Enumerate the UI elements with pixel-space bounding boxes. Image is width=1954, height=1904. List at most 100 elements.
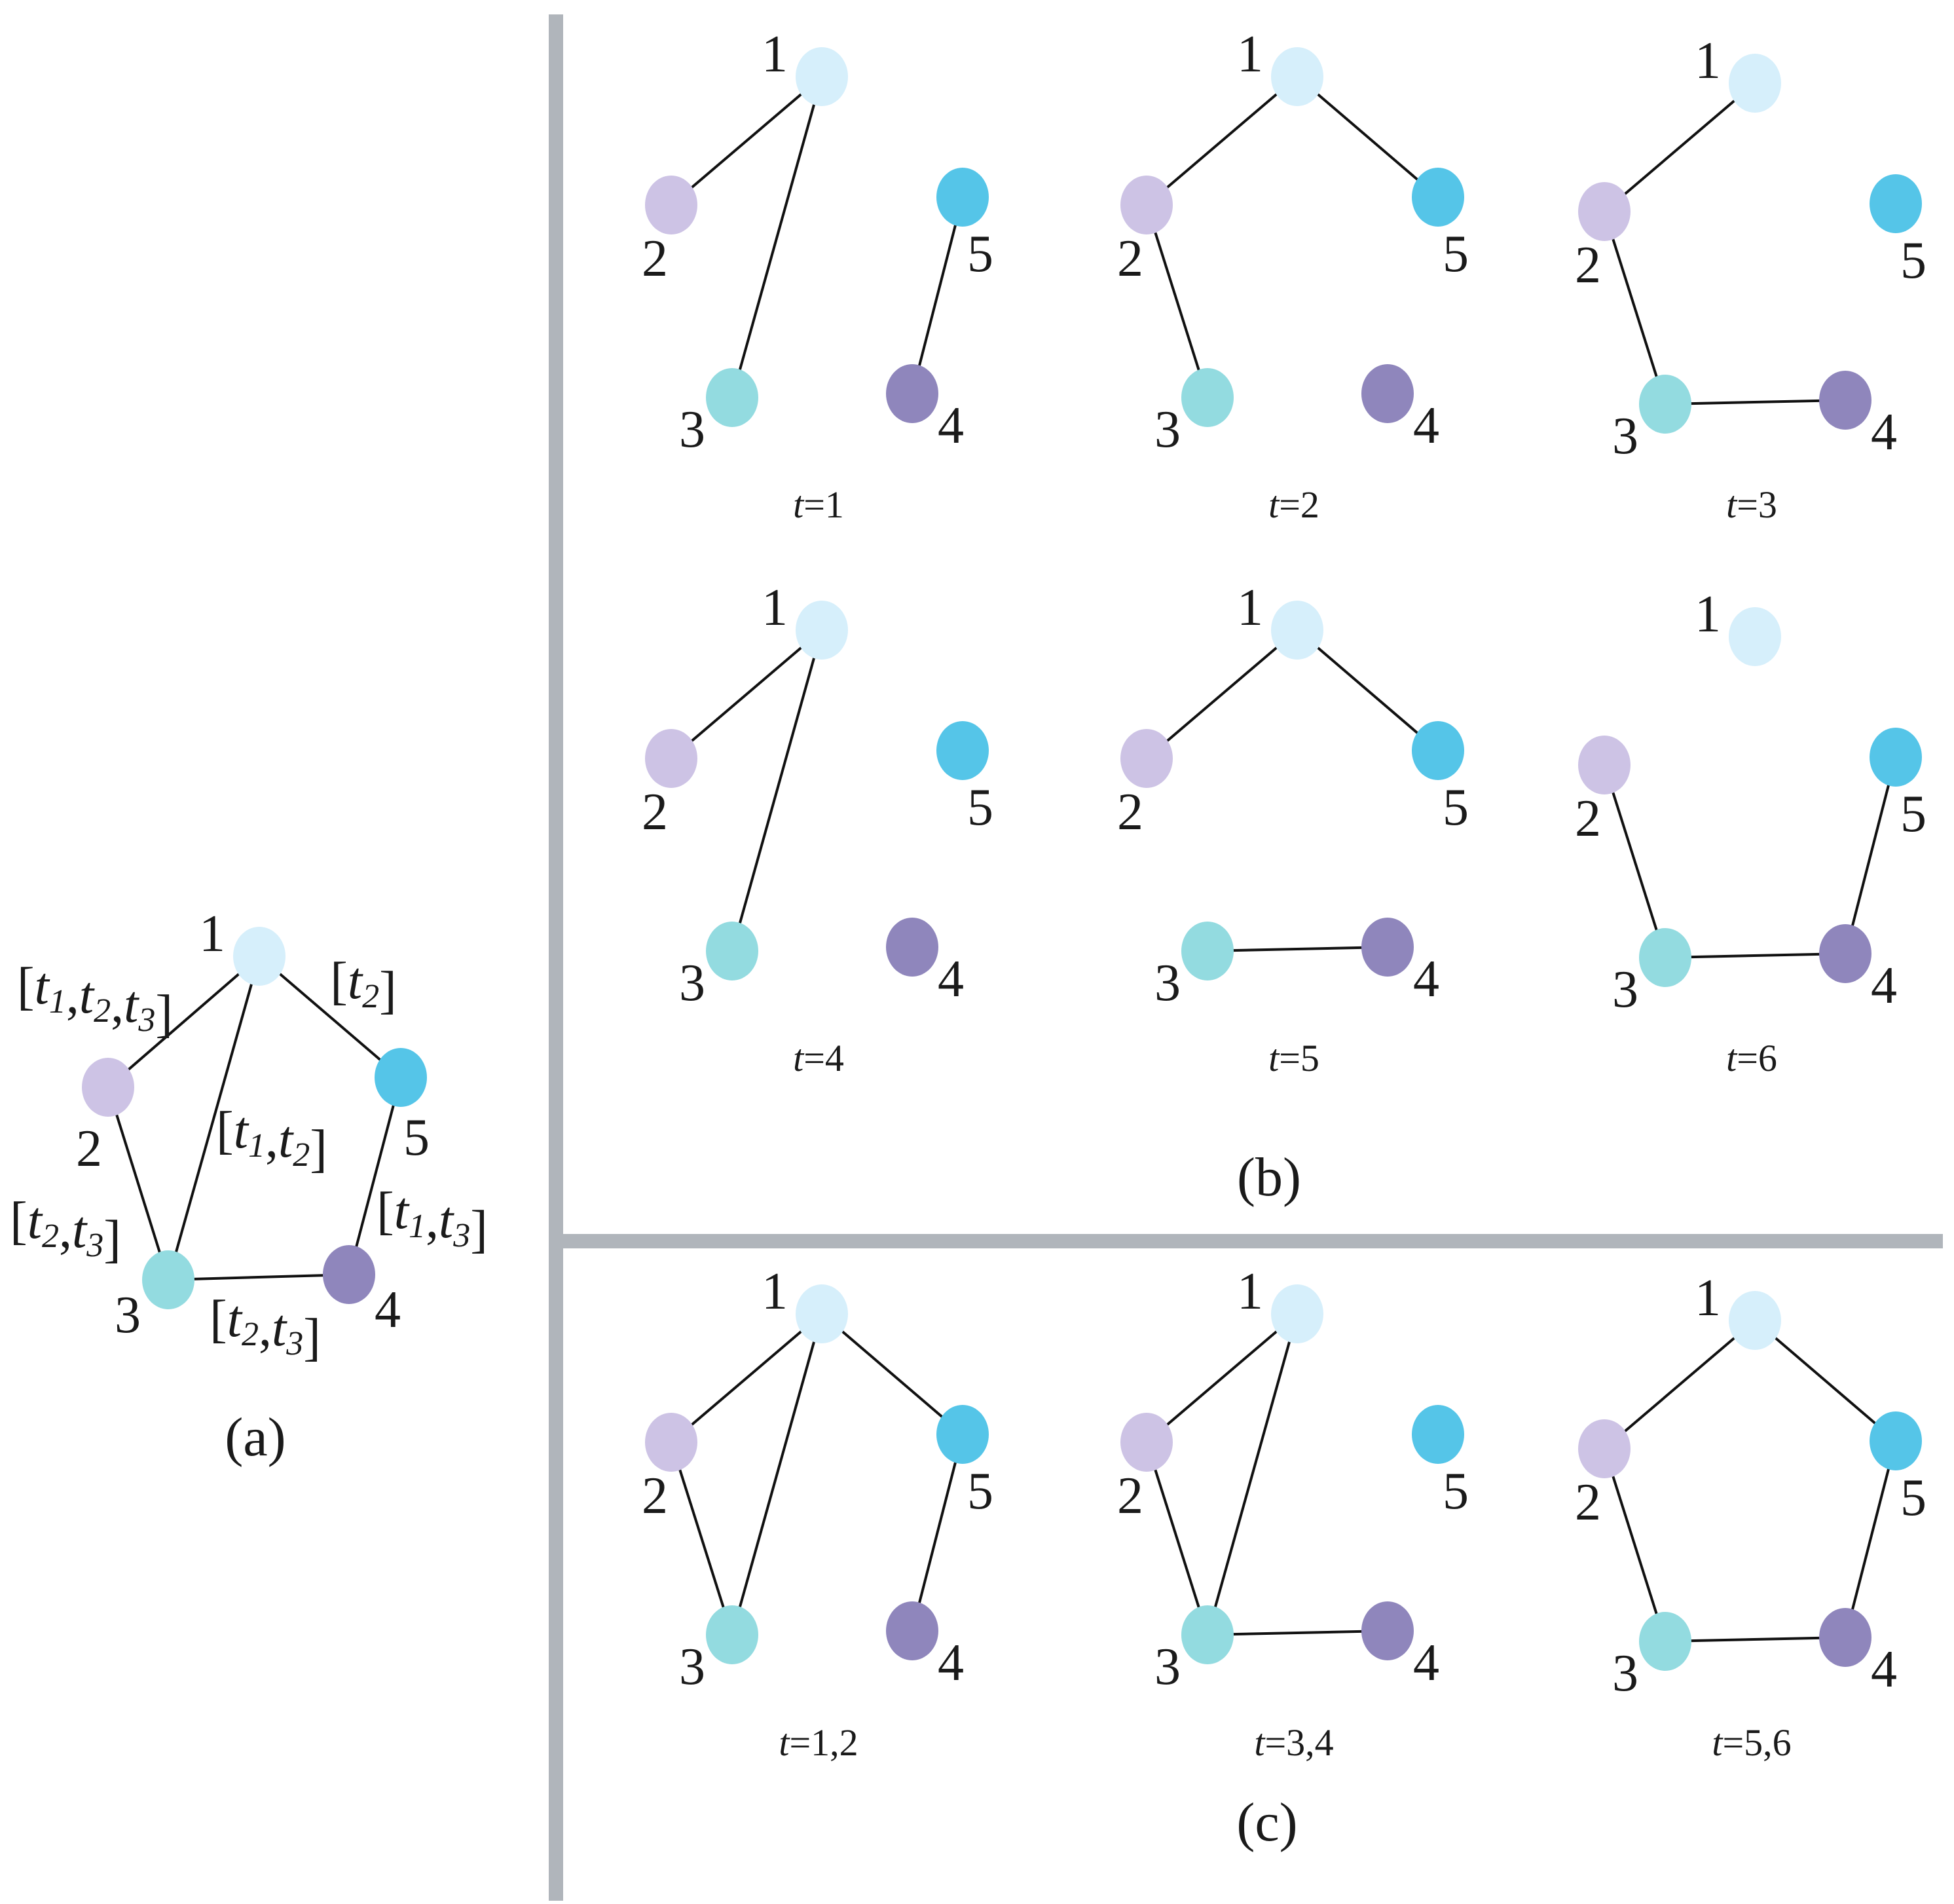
panel-b-label: (b) [1237,1147,1301,1208]
snapshot-t6-node-label-3: 3 [1612,961,1638,1018]
aggregate-edge-4-5 [348,1077,402,1275]
aggregate-node-1 [233,927,286,986]
aggregate-node-label-2: 2 [76,1120,102,1178]
snapshot-t5-node-label-4: 4 [1413,950,1439,1008]
snapshot-t2-node-1 [1271,47,1323,106]
snapshot-t5-node-label-5: 5 [1443,779,1469,836]
window-t3-4-edge-2-3 [1145,1442,1209,1635]
snapshot-t6-node-5 [1870,728,1922,787]
snapshot-t2-node-2 [1120,176,1173,234]
aggregate-node-3 [142,1250,194,1309]
window-t1-2-edge-1-3 [731,1313,823,1635]
snapshot-t1-node-5 [936,168,989,227]
aggregate-node-5 [375,1048,427,1107]
window-t5-6-edge-2-3 [1603,1448,1667,1642]
window-t1-2-node-2 [645,1413,697,1472]
aggregate-node-2 [82,1058,134,1117]
snapshot-t4-node-3 [706,922,758,980]
snapshot-t6-node-4 [1819,924,1871,983]
aggregate-edge-1-2 [107,955,261,1089]
aggregate-edge-1-3 [167,956,261,1280]
window-t5-6-node-label-3: 3 [1612,1645,1638,1702]
snapshot-t3-node-label-1: 1 [1695,32,1721,90]
window-time-label-1-2: t=1,2 [779,1721,858,1764]
window-t5-6-node-label-1: 1 [1695,1269,1721,1327]
window-t5-6-edge-4-5 [1844,1440,1897,1638]
edge-time-label-3-4: [t2,t3] [210,1290,321,1366]
snapshot-t3-node-label-2: 2 [1575,236,1601,294]
snapshot-t2-edge-2-3 [1145,204,1209,398]
window-t3-4-node-2 [1120,1413,1173,1472]
snapshot-t2-node-label-4: 4 [1413,397,1439,455]
horizontal-divider [563,1234,1943,1248]
snapshot-t2-node-label-5: 5 [1443,225,1469,283]
window-t3-4-node-label-1: 1 [1237,1263,1263,1320]
aggregate-edge-1-5 [258,955,402,1079]
window-t3-4-node-label-2: 2 [1117,1467,1143,1525]
snapshot-t5-node-1 [1271,601,1323,660]
aggregate-node-label-4: 4 [375,1281,401,1339]
snapshot-t6-node-label-2: 2 [1575,790,1601,848]
window-t5-6-node-2 [1578,1419,1631,1478]
snapshot-t3-edge-1-2 [1603,82,1756,213]
edge-time-label-1-2: [t1,t2,t3] [17,958,173,1043]
snapshot-time-label-6: t=6 [1726,1037,1777,1079]
snapshot-t4-node-label-4: 4 [938,950,964,1008]
window-t3-4-edge-1-3 [1206,1313,1299,1635]
window-t3-4-node-label-3: 3 [1154,1638,1181,1696]
snapshot-t3-node-label-3: 3 [1612,407,1638,465]
snapshot-t1-node-label-3: 3 [679,401,705,458]
window-t3-4-node-1 [1271,1284,1323,1343]
snapshot-t2-node-4 [1361,364,1414,423]
window-t1-2-node-label-2: 2 [642,1467,668,1525]
snapshot-t6-edge-2-3 [1603,764,1667,958]
snapshot-t2-edge-1-5 [1296,75,1439,198]
panel-c-label: (c) [1236,1792,1297,1853]
snapshot-t4-node-label-3: 3 [679,954,705,1012]
window-t5-6-node-5 [1870,1411,1922,1470]
snapshot-t6-node-label-4: 4 [1871,957,1897,1015]
snapshot-t6-node-label-1: 1 [1695,586,1721,643]
aggregate-node-label-1: 1 [199,905,225,963]
snapshot-t3-edge-2-3 [1603,211,1667,405]
snapshot-t4-node-5 [936,721,989,780]
snapshot-t4-node-1 [796,601,848,660]
window-t5-6-node-label-2: 2 [1575,1474,1601,1531]
window-t1-2-edge-5-4 [911,1434,964,1632]
snapshot-time-label-1: t=1 [793,483,844,526]
snapshot-t4-node-label-5: 5 [967,779,993,836]
window-t5-6-node-4 [1819,1608,1871,1667]
snapshot-t1-node-label-5: 5 [967,225,993,283]
snapshot-t1-node-3 [706,368,758,427]
aggregate-edge-2-3 [107,1087,170,1280]
snapshot-t4-edge-1-3 [731,629,823,952]
window-t1-2-node-4 [886,1601,938,1660]
snapshot-t2-node-label-2: 2 [1117,230,1143,288]
window-t1-2-node-1 [796,1284,848,1343]
edge-time-label-1-5: [t2] [330,952,397,1019]
window-t1-2-node-label-5: 5 [967,1463,993,1520]
snapshot-time-label-3: t=3 [1726,483,1777,526]
window-t3-4-node-label-4: 4 [1413,1634,1439,1692]
window-t5-6-edge-1-5 [1754,1319,1897,1442]
window-t3-4-edge-1-2 [1145,1313,1299,1444]
edge-time-label-2-3: [t2,t3] [10,1192,121,1268]
snapshot-t3-node-label-4: 4 [1871,403,1897,461]
aggregate-node-label-3: 3 [115,1286,141,1344]
window-t1-2-node-label-1: 1 [762,1263,788,1320]
snapshot-t3-node-5 [1870,174,1922,233]
window-t5-6-node-label-4: 4 [1871,1641,1897,1698]
window-t1-2-node-5 [936,1405,989,1464]
snapshot-t2-node-3 [1181,368,1234,427]
snapshot-time-label-2: t=2 [1268,483,1319,526]
snapshot-time-label-5: t=5 [1268,1037,1319,1079]
snapshot-t3-node-2 [1578,182,1631,241]
snapshot-t3-node-1 [1729,54,1781,113]
snapshot-t6-edge-3-4 [1665,952,1846,959]
window-t5-6-node-1 [1729,1291,1781,1350]
window-t1-2-edge-1-5 [820,1313,964,1436]
window-t1-2-node-label-4: 4 [938,1634,964,1692]
